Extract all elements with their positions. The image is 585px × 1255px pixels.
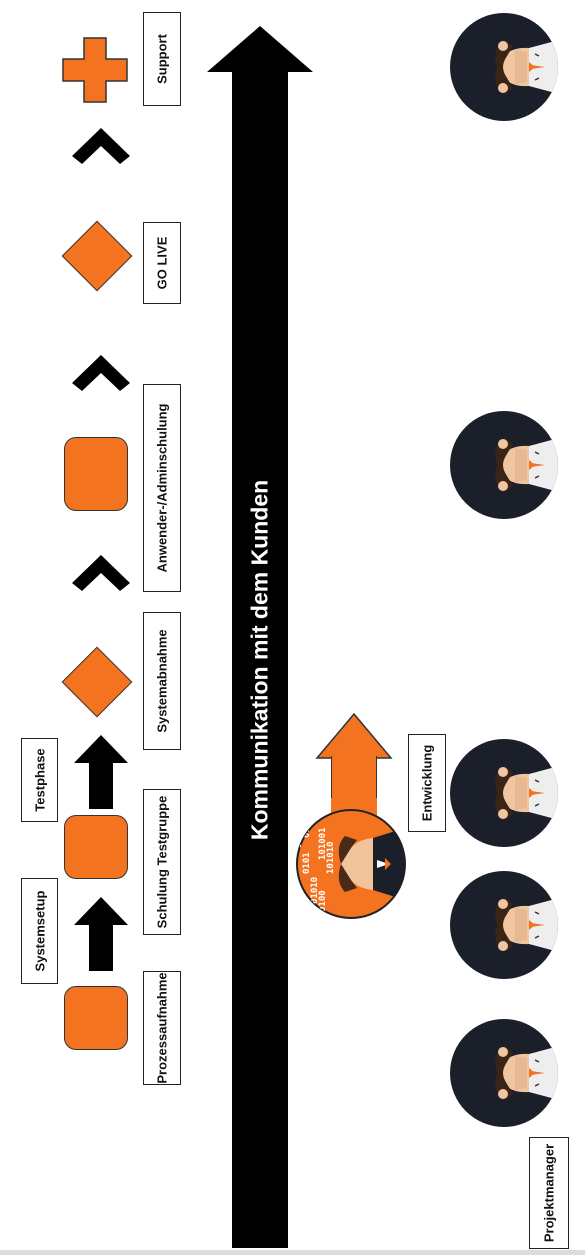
label-anwender-adminschulung: Anwender-/Adminschulung xyxy=(143,384,181,592)
person-avatar-icon xyxy=(449,410,559,520)
arrow-up-icon xyxy=(72,733,130,811)
binary-text: 0101 xyxy=(302,852,312,874)
development-arrow-shaft xyxy=(331,756,377,800)
binary-text: </>1 xyxy=(295,890,304,912)
person-avatar-icon xyxy=(449,870,559,980)
label-prozessaufnahme: Prozessaufnahme xyxy=(143,971,181,1085)
milestone-diamond-go-live xyxy=(62,221,133,292)
label-testphase: Testphase xyxy=(21,738,58,822)
chevron-icon xyxy=(70,553,132,593)
label-schulung-testgruppe: Schulung Testgruppe xyxy=(143,789,181,935)
label-systemabnahme: Systemabnahme xyxy=(143,612,181,750)
label-entwicklung: Entwicklung xyxy=(408,734,446,832)
label-systemsetup: Systemsetup xyxy=(21,878,58,984)
person-avatar-icon xyxy=(449,738,559,848)
chevron-icon xyxy=(70,126,132,166)
development-arrow xyxy=(315,712,393,760)
milestone-box-prozessaufnahme xyxy=(64,986,128,1050)
arrow-up-icon xyxy=(72,895,130,973)
milestone-diamond-systemabnahme xyxy=(62,647,133,718)
developer-avatar-icon: 1011 0101 01010 101001 0100 101010 0110 … xyxy=(295,808,407,920)
person-avatar-icon xyxy=(449,1018,559,1128)
bottom-border xyxy=(0,1250,585,1255)
milestone-box-anwender-adminschulung xyxy=(64,437,128,511)
main-arrow-label-wrap: Kommunikation mit dem Kunden xyxy=(232,80,288,1240)
label-projektmanager: Projektmanager xyxy=(529,1137,569,1249)
person-avatar-icon xyxy=(449,12,559,122)
label-go-live: GO LIVE xyxy=(143,222,181,304)
milestone-box-schulung-testgruppe xyxy=(64,815,128,879)
label-support: Support xyxy=(143,12,181,106)
binary-text: 101010 xyxy=(326,841,336,874)
plus-icon xyxy=(62,37,128,103)
chevron-icon xyxy=(70,353,132,393)
main-arrow-label: Kommunikation mit dem Kunden xyxy=(247,480,274,840)
